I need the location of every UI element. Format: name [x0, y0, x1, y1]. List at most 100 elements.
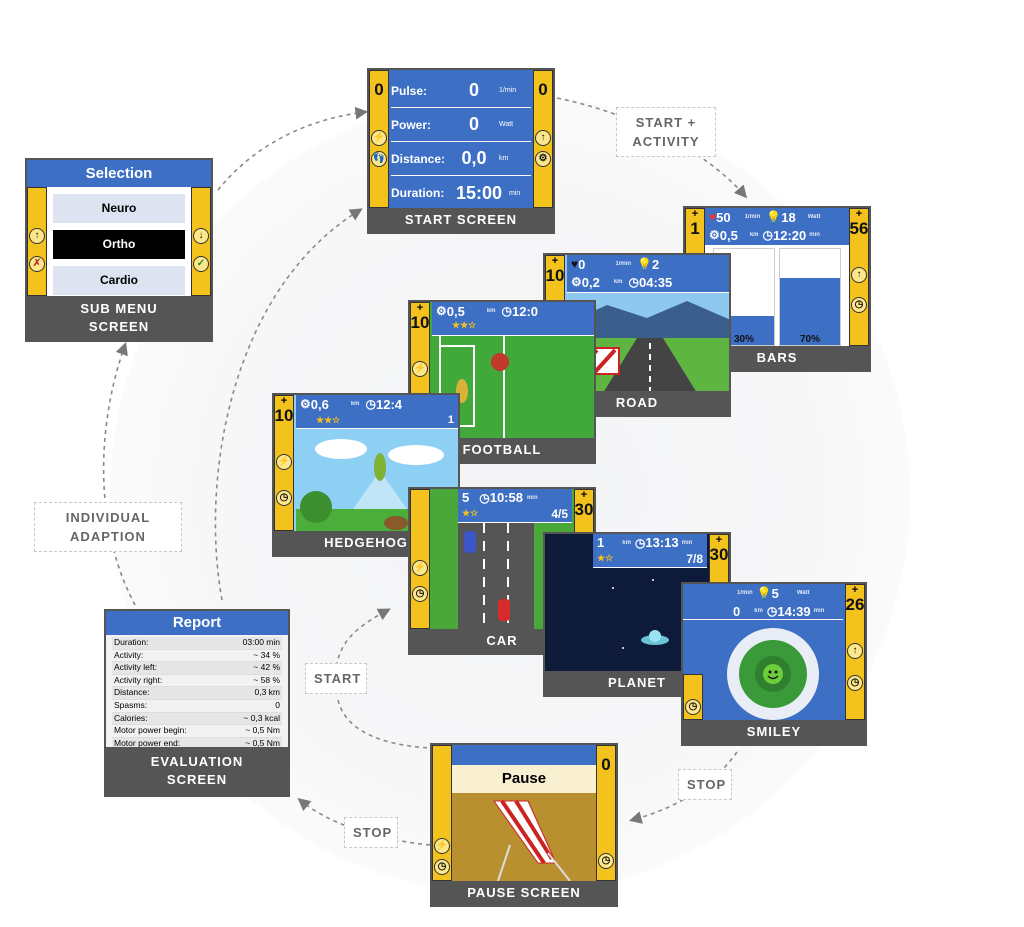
smiley-dist-unit: km — [754, 608, 763, 614]
clock-icon: ◷ — [434, 859, 450, 875]
activity-icon: ⚡ — [276, 454, 292, 470]
activity-icon: ⚡ — [412, 560, 428, 576]
football-screen: ⚙ 0,5 km ◷ 12:0 ★★☆ + 10 ⚡ ◷ — [410, 302, 594, 438]
plus-icon[interactable]: + — [851, 584, 859, 596]
report-row-value: 0,3 km — [254, 687, 280, 698]
hedgehog-caption: HEDGEHOG — [324, 535, 408, 550]
football-dist: 0,5 — [446, 303, 465, 319]
label-start: START — [305, 663, 367, 694]
submenu-option-neuro[interactable]: Neuro — [53, 194, 185, 223]
report-row-value: ~ 42 % — [253, 662, 280, 673]
plus-icon[interactable]: + — [855, 208, 863, 220]
up-arrow-icon[interactable]: ↑ — [29, 228, 45, 244]
clock-icon: ◷ — [634, 535, 646, 550]
car-time-unit: min — [526, 494, 538, 501]
planet-progress: 7/8 — [686, 551, 703, 566]
report-row-key: Activity right: — [114, 674, 163, 685]
car-road — [458, 523, 534, 629]
plus-icon[interactable]: + — [715, 534, 723, 546]
star-rating-icon: ★☆ — [462, 508, 479, 518]
start-level-left: 0 — [374, 80, 384, 99]
submenu-right-bar: ↓ ✓ — [191, 187, 211, 296]
submenu-caption-line1: SUB MENU — [80, 301, 158, 316]
submenu-option-ortho[interactable]: Ortho — [53, 230, 185, 259]
bars-pulse: 50 — [716, 209, 731, 225]
plus-icon[interactable]: + — [580, 489, 588, 501]
planet-time: 13:13 — [645, 535, 679, 550]
submenu-option-cardio[interactable]: Cardio — [53, 266, 185, 295]
car-progress: 4/5 — [551, 506, 568, 521]
clock-icon: ◷ — [501, 304, 512, 318]
arrow-start-loop — [337, 699, 431, 749]
confirm-icon[interactable]: ✓ — [193, 256, 209, 272]
planet-stat-top: 1 km ◷ 13:13 min ★☆ 7/8 — [593, 534, 707, 568]
report-row: Activity right:~ 58 % — [112, 674, 282, 688]
car-stat-top: 5 ◷ 10:58 min ★☆ 4/5 — [458, 489, 572, 523]
plus-icon[interactable]: + — [280, 395, 288, 407]
start-screen-card: 0 ⚡ 👣 0 ↑ ⚙ Pulse: 0 1/min Power: 0 Watt… — [367, 68, 555, 234]
hedgehog-stat-top: ⚙ 0,6 km ◷ 12:4 ★★☆ 1 — [296, 395, 458, 429]
plus-icon[interactable]: + — [551, 255, 559, 267]
report-row-key: Activity left: — [114, 662, 157, 673]
bars-time-unit: min — [809, 232, 820, 238]
start-unit-distance: km — [499, 155, 509, 162]
clock-icon: ◷ — [847, 675, 863, 691]
start-label-duration: Duration: — [391, 186, 445, 200]
football-time: 12:0 — [512, 303, 539, 319]
report-row-key: Calories: — [114, 712, 148, 723]
activity-icon: ⚡ — [371, 130, 387, 146]
report-row: Duration:03:00 min — [112, 637, 282, 650]
label-start-activity-line1: START + — [635, 115, 697, 130]
report-row-key: Distance: — [114, 687, 150, 698]
bars-dist-unit: km — [749, 232, 759, 238]
bars-level-right: 56 — [849, 219, 869, 238]
submenu-left-bar: ↑ ✗ — [27, 187, 47, 296]
pause-top-strip — [432, 745, 616, 765]
car-caption: CAR — [486, 633, 518, 648]
start-unit-power: Watt — [499, 121, 514, 128]
bars-stat-row1: ♥ 50 1/min 💡 18 Watt — [705, 208, 849, 226]
plus-icon[interactable]: + — [691, 208, 699, 220]
plus-icon[interactable]: + — [416, 302, 424, 314]
smiley-time-unit: min — [813, 608, 825, 614]
star-rating-icon: ★★☆ — [316, 414, 341, 425]
bike-icon: ⚙ — [535, 151, 551, 167]
heart-icon: ♥ — [571, 257, 579, 271]
pause-screen: Pause 0 ◷ ⚡ ◷ — [432, 745, 616, 881]
car-level-right: 30 — [574, 500, 594, 519]
planet-scene — [612, 579, 690, 649]
start-value-distance: 0,0 — [461, 148, 487, 168]
clock-icon: ◷ — [628, 275, 639, 289]
cancel-icon[interactable]: ✗ — [29, 256, 45, 272]
pause-title: Pause — [452, 765, 596, 793]
heart-icon: ♥ — [709, 210, 717, 224]
start-row-pulse: Pulse: 0 1/min — [391, 74, 531, 108]
planet-dist: 1 — [597, 535, 605, 550]
bars-stat-row2: ⚙ 0,5 km ◷ 12:20 min — [705, 226, 849, 244]
report-row-key: Activity: — [114, 649, 144, 660]
bike-icon: ⚙ — [709, 228, 720, 242]
clock-icon: ◷ — [685, 699, 701, 715]
smiley-level-right: 26 — [845, 595, 865, 614]
football-stat-top: ⚙ 0,5 km ◷ 12:0 ★★☆ — [432, 302, 594, 336]
start-unit-duration: min — [509, 189, 521, 197]
start-row-distance: Distance: 0,0 km — [391, 142, 531, 176]
activity-icon: ⚡ — [412, 361, 428, 377]
smiley-caption: SMILEY — [746, 724, 802, 739]
bar-right: 70% — [779, 248, 841, 346]
road-caption: ROAD — [615, 395, 659, 410]
smiley-right-bar: + 26 ↑ ◷ — [845, 584, 865, 720]
start-row-power: Power: 0 Watt — [391, 108, 531, 142]
road-dist: 0,2 — [581, 274, 600, 290]
bike-icon: ⚙ — [300, 397, 311, 411]
clock-icon: ◷ — [365, 397, 376, 411]
report-caption-line1: EVALUATION — [150, 754, 244, 769]
start-label-distance: Distance: — [391, 151, 446, 166]
down-arrow-icon[interactable]: ↓ — [193, 228, 209, 244]
report-row: Spasms:0 — [112, 699, 282, 713]
hedgehog-count: 1 — [447, 414, 454, 426]
arrow-start-to-bars — [556, 97, 748, 199]
report-row-value: 0 — [275, 699, 280, 710]
report-row-key: Duration: — [114, 637, 149, 647]
